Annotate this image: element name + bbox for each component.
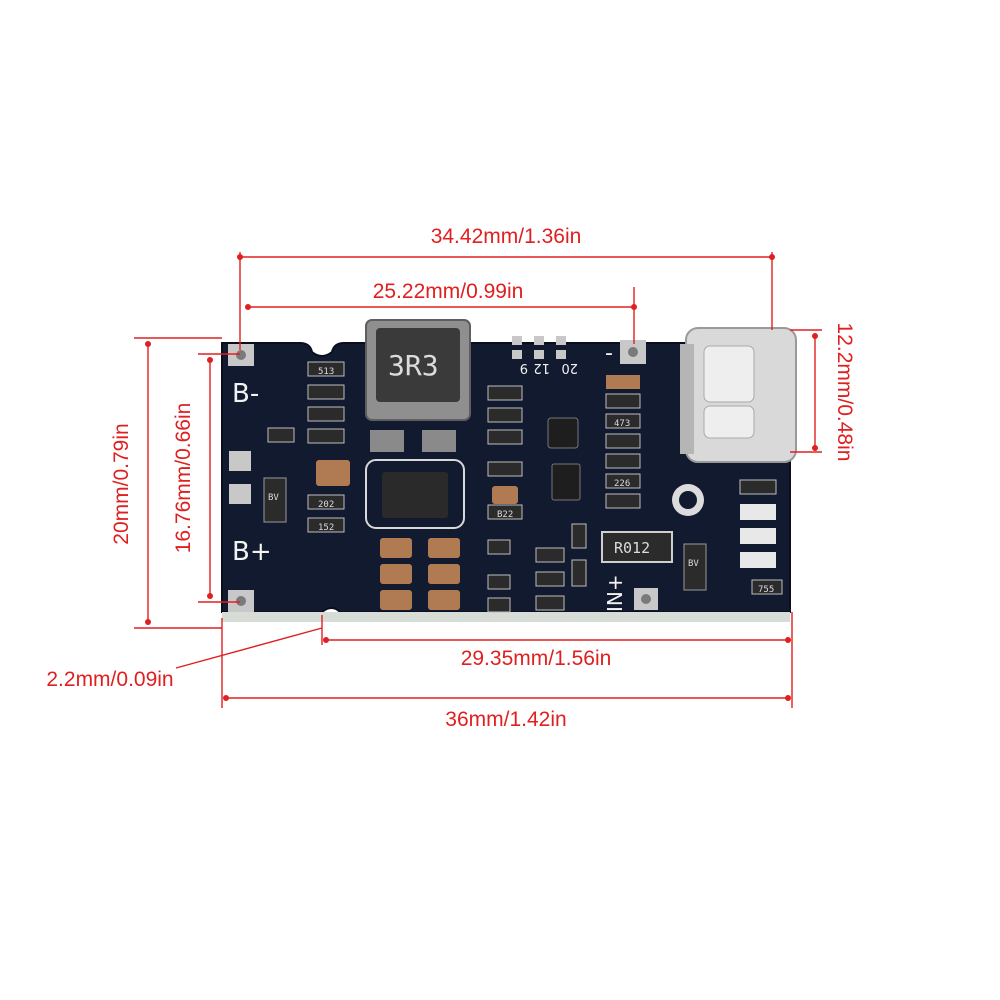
pad-in-minus — [620, 340, 646, 364]
pad-side-1 — [229, 451, 251, 471]
pad-b-minus — [228, 344, 254, 366]
pcb-board: B- B+ - IN+ 9 12 20 3R3 — [221, 319, 797, 622]
capacitor-left — [316, 460, 350, 486]
marking-152: 152 — [318, 523, 334, 533]
pad-side-2 — [229, 484, 251, 504]
dim-label-pad-vertical: 16.76mm/0.66in — [172, 403, 195, 554]
marking-202: 202 — [318, 500, 334, 510]
dim-leader-notch — [175, 627, 323, 669]
transistor — [551, 463, 581, 501]
pin-label-9: 9 — [520, 360, 528, 375]
dimension-lines — [134, 252, 822, 708]
marking-513: 513 — [318, 367, 334, 377]
usb-c-connector — [680, 327, 797, 463]
dim-label-notch: 2.2mm/0.09in — [46, 668, 173, 691]
pcb-edge-shadow — [222, 612, 790, 622]
dim-label-board-height: 20mm/0.79in — [110, 423, 133, 544]
diode-right: BV — [683, 543, 707, 591]
label-in-plus: IN+ — [603, 574, 627, 612]
dim-label-connector-height: 12.2mm/0.48in — [833, 323, 856, 462]
dim-label-overall-width: 34.42mm/1.36in — [431, 225, 582, 248]
smd-column-left: 513 202 152 — [307, 361, 345, 533]
resistor-left — [267, 427, 295, 443]
inductor-marking: 3R3 — [388, 349, 439, 382]
ic-chip — [365, 459, 465, 529]
pad-b-plus — [228, 590, 254, 612]
marking-755: 755 — [758, 585, 774, 595]
led-column: 755 — [739, 479, 783, 595]
pad-in-plus — [634, 588, 658, 610]
label-b-plus: B+ — [232, 537, 272, 567]
pin-label-12: 12 — [533, 360, 550, 375]
inductor: 3R3 — [365, 319, 471, 452]
dim-label-pad-spacing: 25.22mm/0.99in — [373, 280, 524, 303]
dim-label-bottom-inner: 29.35mm/1.56in — [461, 647, 612, 670]
smd-column-mid — [535, 523, 587, 611]
marking-473: 473 — [614, 419, 630, 429]
pin-header-pads — [512, 336, 566, 359]
marking-226: 226 — [614, 479, 630, 489]
marking-bv-right: BV — [688, 559, 699, 569]
dimension-end-dots — [145, 254, 818, 701]
sense-resistor: R012 — [601, 531, 673, 563]
marking-bv-left: BV — [268, 493, 279, 503]
diode-left: BV — [263, 477, 287, 523]
resistor-marking: R012 — [614, 539, 650, 557]
smd-column-right: 473 226 — [605, 375, 641, 509]
dim-label-bottom-total: 36mm/1.42in — [445, 708, 566, 731]
label-minus: - — [605, 341, 613, 366]
smd-column-center: B22 — [487, 385, 523, 613]
capacitor-cluster — [380, 538, 460, 610]
pin-label-20: 20 — [561, 360, 578, 375]
label-b-minus: B- — [232, 379, 259, 409]
small-ic-1 — [547, 417, 579, 449]
marking-b22: B22 — [497, 510, 513, 520]
